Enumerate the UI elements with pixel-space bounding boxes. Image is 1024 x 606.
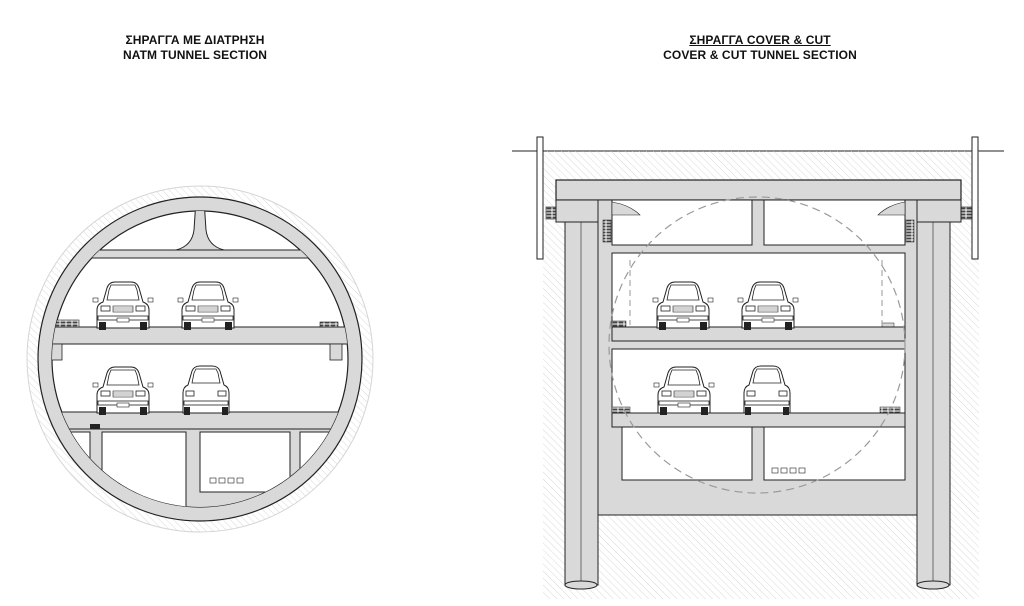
natm-upper-deck [52, 326, 348, 345]
roof-slab [555, 179, 962, 201]
right-bored-pile [916, 221, 951, 590]
cover-cut-title-block: ΣΗΡΑΓΓΑ COVER & CUT COVER & CUT TUNNEL S… [640, 33, 880, 63]
cover-cut-title-english: COVER & CUT TUNNEL SECTION [663, 48, 857, 62]
natm-lower-deck [52, 411, 348, 430]
left-bored-pile [564, 221, 599, 590]
natm-title-block: ΣΗΡΑΓΓΑ ΜΕ ΔΙΑΤΡΗΣΗ NATM TUNNEL SECTION [90, 33, 300, 63]
natm-title-english: NATM TUNNEL SECTION [122, 48, 268, 62]
natm-comparison-outline [608, 196, 906, 494]
natm-title-greek: ΣΗΡΑΓΓΑ ΜΕ ΔΙΑΤΡΗΣΗ [125, 33, 265, 47]
cover-cut-title-greek: ΣΗΡΑΓΓΑ COVER & CUT [689, 33, 831, 47]
cover-cut-tunnel-section [512, 136, 1004, 599]
natm-tunnel-section [26, 185, 374, 533]
